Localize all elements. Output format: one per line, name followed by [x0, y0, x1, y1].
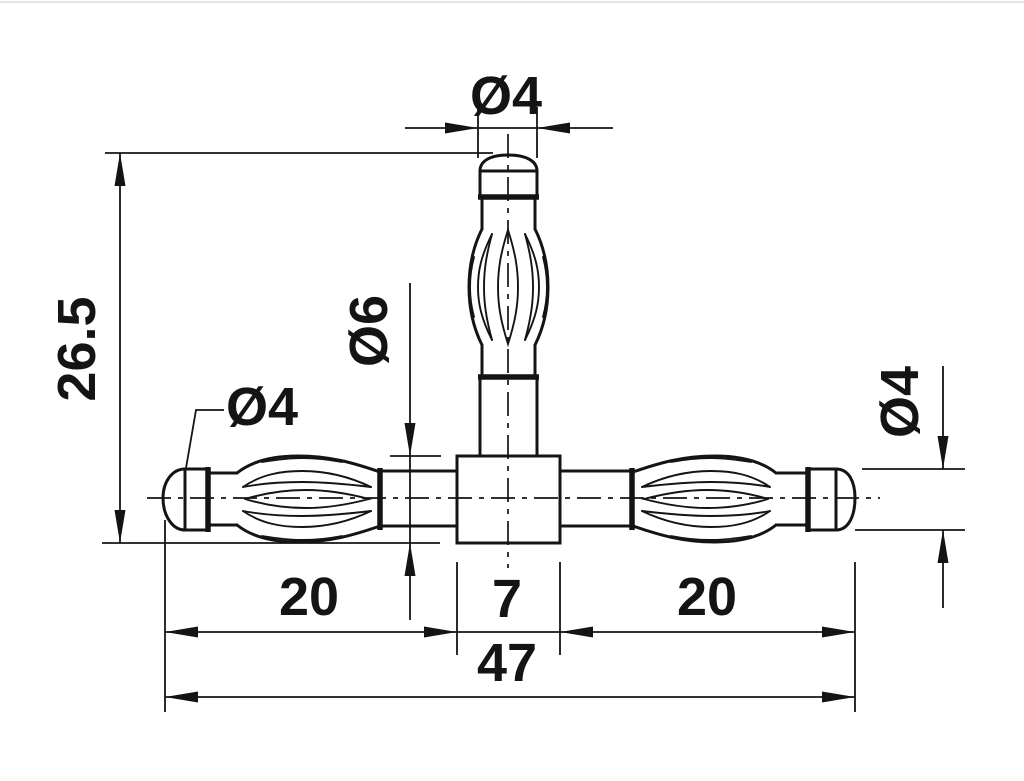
arrow-left	[165, 691, 198, 703]
dim-overall-length: 47	[165, 633, 855, 703]
dim-left-tip-diameter: Ø4	[185, 377, 298, 469]
top-barrel-outline	[467, 227, 484, 347]
dim-left-tip-diameter-label: Ø4	[226, 377, 298, 437]
dim-top-tip-diameter-label: Ø4	[470, 66, 542, 126]
arrow-right	[424, 626, 457, 638]
leader-line	[185, 409, 224, 469]
dim-body-diameter: Ø6	[339, 283, 441, 620]
top-plug	[467, 153, 550, 458]
arrow-down	[404, 423, 416, 456]
dim-top-tip-diameter: Ø4	[405, 66, 613, 158]
arrow-up	[937, 530, 949, 563]
arrow-up	[114, 153, 126, 186]
arrow-down	[114, 510, 126, 543]
dim-left-arm-length-label: 20	[279, 567, 339, 627]
dim-right-tip-diameter-label: Ø4	[870, 366, 930, 438]
arrow-right	[822, 691, 855, 703]
arrow-right	[822, 626, 855, 638]
centerlines	[147, 134, 880, 568]
left-tip-dome	[161, 467, 187, 532]
dim-right-arm-length-label: 20	[677, 567, 737, 627]
right-barrel-slots	[640, 457, 771, 541]
arrow-left	[537, 122, 570, 134]
dim-overall-length-label: 47	[477, 633, 537, 693]
right-barrel-outline	[631, 454, 778, 475]
top-tip-dome	[478, 153, 539, 173]
left-plug	[161, 454, 459, 544]
dim-right-tip-diameter: Ø4	[855, 366, 965, 608]
arrow-right	[445, 122, 478, 134]
top-barrel-slots	[469, 229, 548, 348]
arrow-up	[404, 543, 416, 576]
arrow-down	[937, 436, 949, 469]
left-barrel-outline	[235, 454, 382, 475]
right-plug	[558, 454, 857, 544]
center-body	[455, 454, 562, 545]
dim-body-length-label: 7	[492, 569, 522, 629]
right-tip-dome	[834, 467, 857, 532]
dim-body-diameter-label: Ø6	[339, 295, 399, 367]
left-barrel-slots	[242, 457, 373, 541]
center-block	[455, 454, 562, 545]
dim-overall-height: 26.5	[47, 152, 493, 544]
dim-bottom-chain: 20 7 20	[164, 520, 856, 712]
arrow-left	[560, 626, 593, 638]
arrow-left	[165, 626, 198, 638]
dim-overall-height-label: 26.5	[47, 296, 107, 401]
